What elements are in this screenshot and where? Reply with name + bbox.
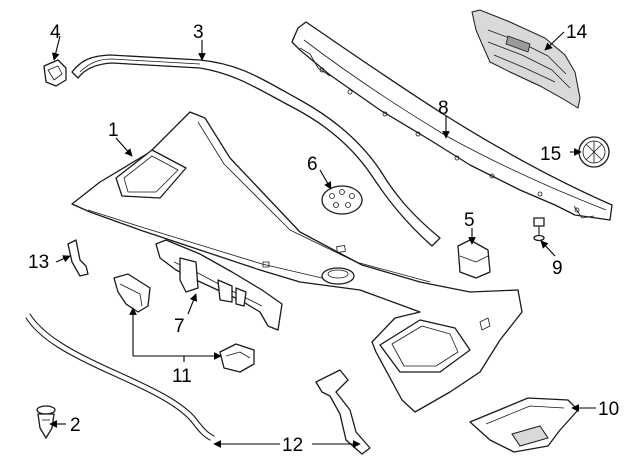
part-8-cowl-panel <box>291 21 613 221</box>
part-1-cowl-top <box>71 111 523 413</box>
callout-12: 12 <box>282 435 303 456</box>
part-7-reinforcement <box>155 239 283 331</box>
part-10-tray <box>469 397 579 453</box>
callout-2: 2 <box>70 415 81 436</box>
part-6-grommet <box>321 185 363 215</box>
part-2-push-clip <box>36 405 56 439</box>
leader-lines <box>49 31 596 448</box>
part-9-screw <box>533 217 545 242</box>
callout-11: 11 <box>172 366 192 387</box>
callout-4: 4 <box>50 22 61 43</box>
part-11-brackets <box>113 273 255 373</box>
part-12-seal <box>25 313 371 455</box>
part-15-plug <box>578 136 610 168</box>
part-4-clip <box>43 59 67 87</box>
callout-labels: 4 3 1 8 14 15 6 5 9 13 7 11 2 12 10 <box>28 22 619 456</box>
part-5-clip <box>457 239 491 279</box>
callout-1: 1 <box>108 120 119 141</box>
callout-7: 7 <box>174 316 185 337</box>
callout-10: 10 <box>598 399 619 420</box>
callout-13: 13 <box>28 252 49 273</box>
callout-3: 3 <box>193 22 204 43</box>
callout-9: 9 <box>552 258 563 279</box>
callout-14: 14 <box>566 22 588 43</box>
callout-6: 6 <box>307 154 318 175</box>
part-13-bracket <box>67 239 89 277</box>
callout-8: 8 <box>438 98 449 119</box>
callout-15: 15 <box>540 144 561 165</box>
part-3-seal-strip <box>71 54 441 247</box>
callout-5: 5 <box>464 210 475 231</box>
part-14-insulator <box>471 9 581 109</box>
